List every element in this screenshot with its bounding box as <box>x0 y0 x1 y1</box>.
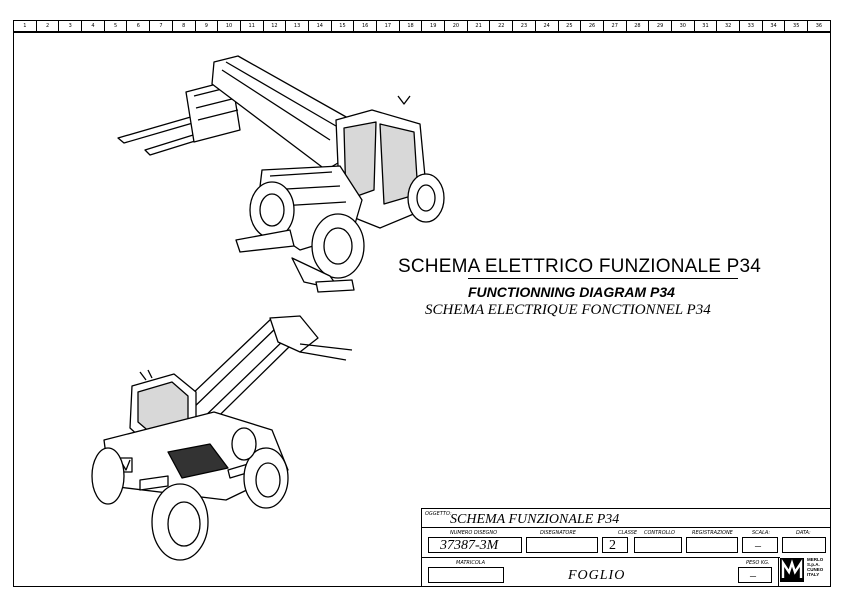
ruler-number: 22 <box>490 21 514 31</box>
scala-label: SCALA: <box>752 530 771 536</box>
numero-disegno-box <box>428 537 522 553</box>
classe-box <box>602 537 628 553</box>
controllo-label: CONTROLLO <box>644 530 675 536</box>
ruler-number: 30 <box>672 21 695 31</box>
ruler-number: 4 <box>82 21 105 31</box>
ruler-number: 27 <box>604 21 627 31</box>
title-block-divider <box>422 557 780 558</box>
ruler-number: 7 <box>150 21 173 31</box>
controllo-box <box>634 537 682 553</box>
logo-line: S.p.A. <box>807 562 820 567</box>
ruler-number: 16 <box>354 21 377 31</box>
ruler-number: 3 <box>59 21 83 31</box>
matricola-label: MATRICOLA <box>456 560 486 566</box>
ruler-number: 9 <box>196 21 219 31</box>
title-block-divider <box>778 557 779 587</box>
ruler-number: 36 <box>815 23 823 29</box>
ruler-number: 8 <box>173 21 196 31</box>
peso-value: – <box>750 568 756 582</box>
classe-label: CLASSE <box>618 530 638 536</box>
ruler-number: 32 <box>717 21 740 31</box>
ruler-number: 19 <box>422 21 446 31</box>
merlo-logo-icon <box>780 558 804 582</box>
oggetto-value: SCHEMA FUNZIONALE P34 <box>450 512 620 527</box>
title-block-divider <box>422 527 830 528</box>
scala-value: – <box>755 538 761 552</box>
title-block: OGGETTO: SCHEMA FUNZIONALE P34 NUMERO DI… <box>421 508 831 587</box>
ruler-number: 25 <box>559 21 582 31</box>
ruler-number: 10 <box>218 21 241 31</box>
oggetto-label: OGGETTO: <box>425 511 452 517</box>
telehandler-top-view <box>117 55 445 293</box>
peso-box <box>738 567 772 583</box>
ruler-number: 24 <box>536 21 559 31</box>
ruler-number: 13 <box>286 21 309 31</box>
data-box <box>782 537 826 553</box>
registrazione-box <box>686 537 738 553</box>
ruler-number: 5 <box>105 21 128 31</box>
diagram-title: SCHEMA ELETTRICO FUNZIONALE P34 <box>398 256 762 277</box>
logo-line: CUNEO <box>807 567 824 572</box>
ruler-number: 35 <box>785 21 809 31</box>
peso-label: PESO KG. <box>746 560 770 566</box>
ruler-number: 12 <box>264 21 287 31</box>
data-label: DATA: <box>796 530 811 536</box>
ruler-number: 33 <box>740 21 763 31</box>
ruler-number: 18 <box>400 21 423 31</box>
ruler-number: 17 <box>377 21 400 31</box>
ruler-number: 29 <box>649 21 672 31</box>
ruler-number: 11 <box>241 21 264 31</box>
ruler-number: 21 <box>468 21 491 31</box>
ruler-number: 2 <box>37 21 60 31</box>
logo-line: ITALY <box>807 572 820 577</box>
classe-value: 2 <box>609 538 616 553</box>
ruler-number: 20 <box>445 21 468 31</box>
ruler-number: 1 <box>14 21 37 31</box>
telehandler-rear-view <box>91 315 353 561</box>
diagram-title-french: SCHEMA ELECTRIQUE FONCTIONNEL P34 <box>425 302 711 318</box>
ruler-number: 26 <box>581 21 604 31</box>
ruler-number: 23 <box>513 21 536 31</box>
ruler-number: 6 <box>127 21 151 31</box>
ruler-number: 14 <box>309 21 332 31</box>
foglio-label: FOGLIO <box>568 568 626 583</box>
merlo-logo-text: MERLO S.p.A. CUNEO ITALY <box>807 557 823 577</box>
disegnatore-label: DISEGNATORE <box>540 530 576 536</box>
diagram-title-english: FUNCTIONNING DIAGRAM P34 <box>468 284 675 300</box>
numero-disegno-label: NUMERO DISEGNO <box>450 530 498 536</box>
ruler-number: 34 <box>763 21 786 31</box>
ruler-number: 31 <box>695 21 718 31</box>
ruler-number: 15 <box>332 21 355 31</box>
title-underline <box>468 278 738 279</box>
logo-line: MERLO <box>807 557 824 562</box>
matricola-box <box>428 567 504 583</box>
registrazione-label: REGISTRAZIONE <box>692 530 733 536</box>
disegnatore-box <box>526 537 598 553</box>
ruler-number: 28 <box>627 21 650 31</box>
scala-box <box>742 537 778 553</box>
numero-disegno-value: 37387-3M <box>440 538 499 553</box>
